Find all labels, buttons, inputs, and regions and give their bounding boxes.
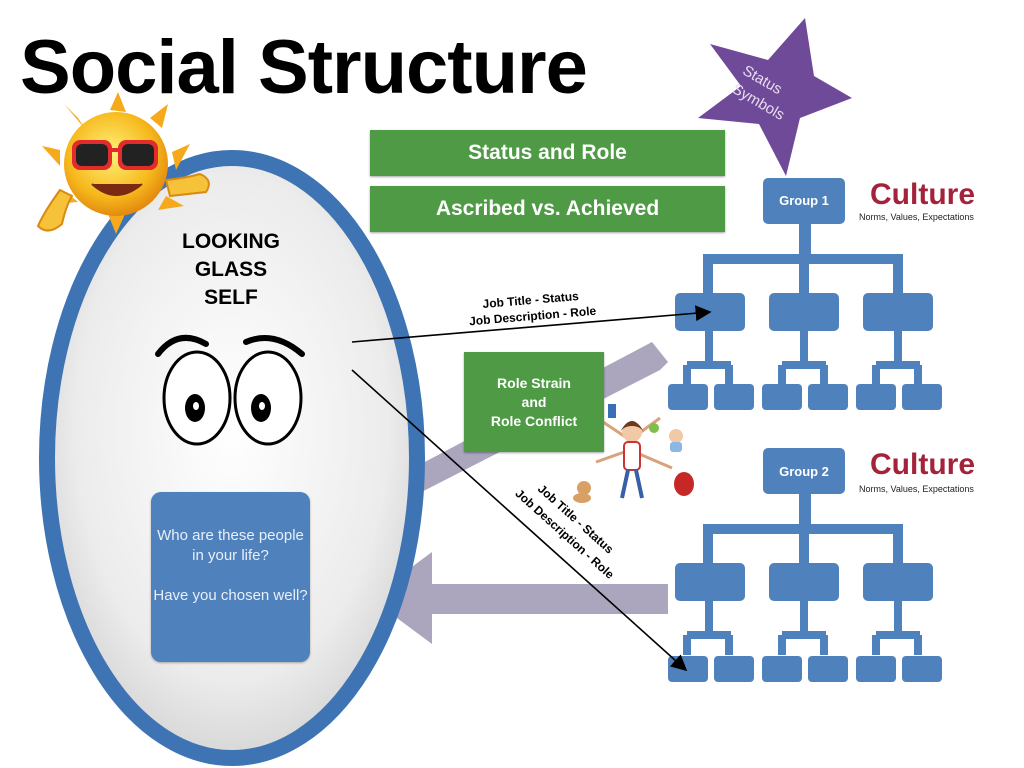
group2-culture-subtitle: Norms, Values, Expectations bbox=[859, 484, 974, 494]
group1-culture-heading: Culture bbox=[870, 178, 975, 211]
status-and-role-box: Status and Role bbox=[370, 130, 725, 176]
multitasking-woman-icon bbox=[573, 404, 694, 503]
page-title: Social Structure bbox=[20, 25, 588, 110]
group1-culture-subtitle: Norms, Values, Expectations bbox=[859, 212, 974, 222]
role-strain-line3: Role Conflict bbox=[490, 412, 578, 429]
status-symbols-star: Status Symbols bbox=[698, 18, 852, 176]
role-strain-line2: and bbox=[521, 393, 547, 410]
group2-node bbox=[763, 448, 845, 494]
looking-line1: LOOKING bbox=[182, 230, 280, 253]
looking-glass-self-label: LOOKING GLASS SELF bbox=[160, 228, 302, 312]
who-are-these-people-box: Who are these people in your life? Have … bbox=[151, 492, 310, 662]
sun-sunglasses-icon bbox=[36, 92, 210, 234]
role-strain-line1: Role Strain bbox=[497, 374, 571, 391]
looking-line2: GLASS bbox=[194, 258, 268, 281]
looking-line3: SELF bbox=[204, 286, 258, 309]
who-box-question1: Who are these people in your life? bbox=[157, 527, 304, 564]
group1-node bbox=[763, 178, 845, 224]
org-chart-group2: Group 2 bbox=[668, 448, 942, 682]
ascribed-vs-achieved-box: Ascribed vs. Achieved bbox=[370, 186, 725, 232]
group2-culture-heading: Culture bbox=[870, 448, 975, 481]
org-chart-group1: Group 1 bbox=[668, 178, 942, 410]
who-box-question2: Have you chosen well? bbox=[153, 587, 308, 604]
group2-label: Group 2 bbox=[779, 464, 829, 479]
group1-label: Group 1 bbox=[779, 193, 829, 208]
arrow-to-group1 bbox=[351, 305, 712, 343]
big-arrow-lower bbox=[370, 552, 668, 644]
arrow-to-group2 bbox=[351, 369, 688, 672]
looking-glass-ellipse bbox=[39, 150, 425, 766]
role-strain-box: Role Strain and Role Conflict bbox=[464, 352, 604, 452]
eyes-icon bbox=[155, 334, 305, 446]
